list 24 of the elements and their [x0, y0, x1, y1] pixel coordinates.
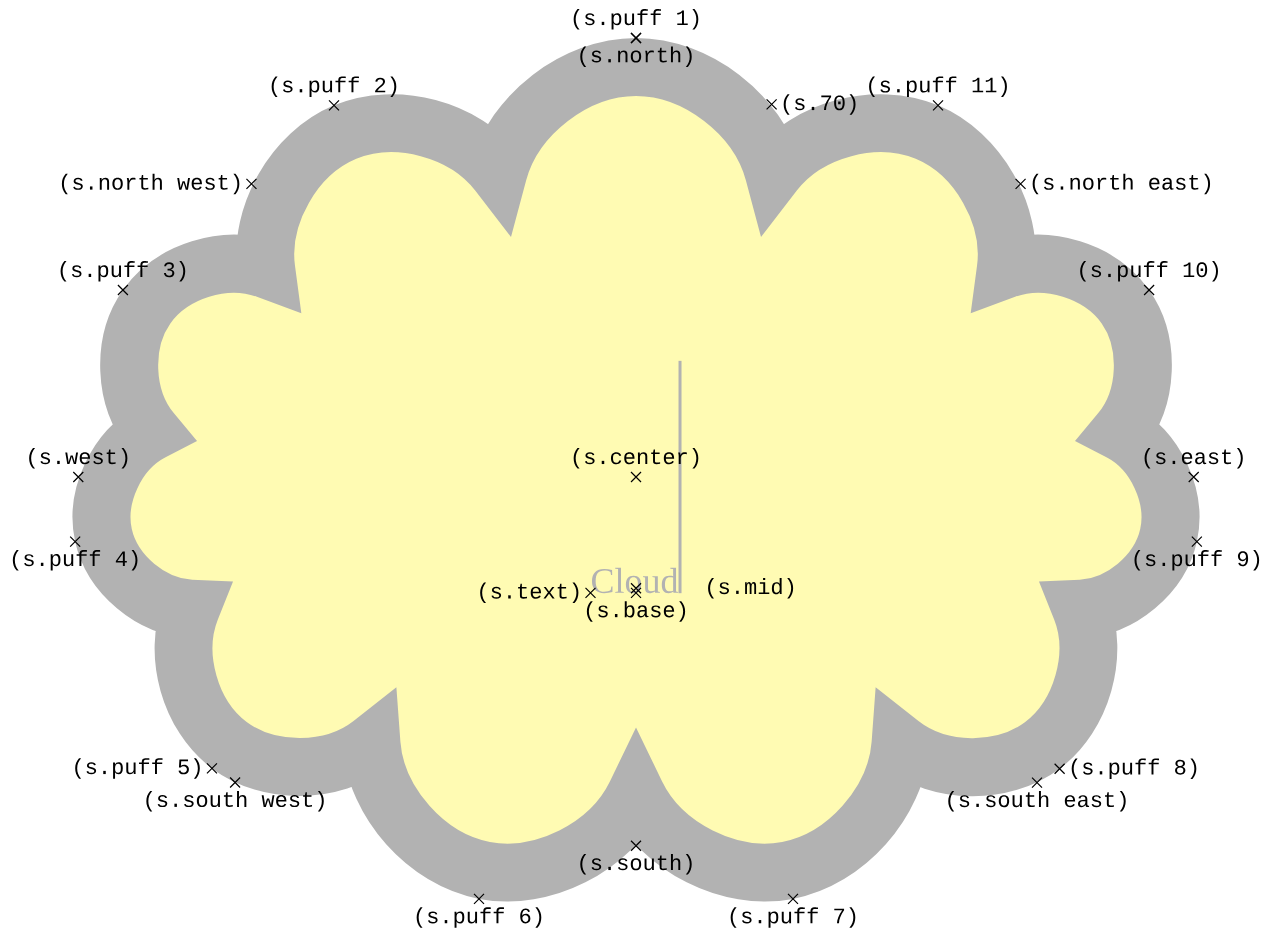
anchor-label: (s.puff 10)	[1080, 261, 1218, 282]
anchor-label: (s.70)	[783, 94, 856, 115]
anchor-label: (s.puff 3)	[60, 261, 186, 282]
anchor-label: (s.puff 7)	[730, 907, 856, 928]
anchor-label: (s.puff 6)	[416, 907, 542, 928]
anchor-label: (s.puff 9)	[1134, 550, 1260, 571]
anchor-label: (s.south)	[580, 854, 692, 875]
anchor-label: (s.base)	[586, 601, 686, 622]
anchor-label: (s.center)	[573, 448, 699, 469]
anchor-label: (s.east)	[1144, 448, 1243, 469]
anchor-label: (s.west)	[29, 448, 128, 469]
anchor-label: (s.south east)	[948, 791, 1126, 812]
anchor-label: (s.north)	[580, 46, 692, 67]
anchor-label: (s.puff 1)	[573, 9, 699, 30]
anchor-label: (s.north east)	[1032, 173, 1211, 195]
anchor-label: (s.text)	[480, 582, 579, 604]
anchor-label: (s.south west)	[146, 790, 324, 812]
anchor-label: (s.puff 2)	[271, 76, 397, 97]
anchor-label: (s.north west)	[61, 173, 240, 195]
anchor-label: (s.mid)	[708, 578, 794, 599]
anchor-label: (s.puff 11)	[869, 76, 1007, 97]
anchor-label: (s.puff 4)	[12, 550, 138, 571]
anchor-label: (s.puff 5)	[75, 758, 200, 779]
anchor-label: (s.puff 8)	[1071, 758, 1197, 779]
